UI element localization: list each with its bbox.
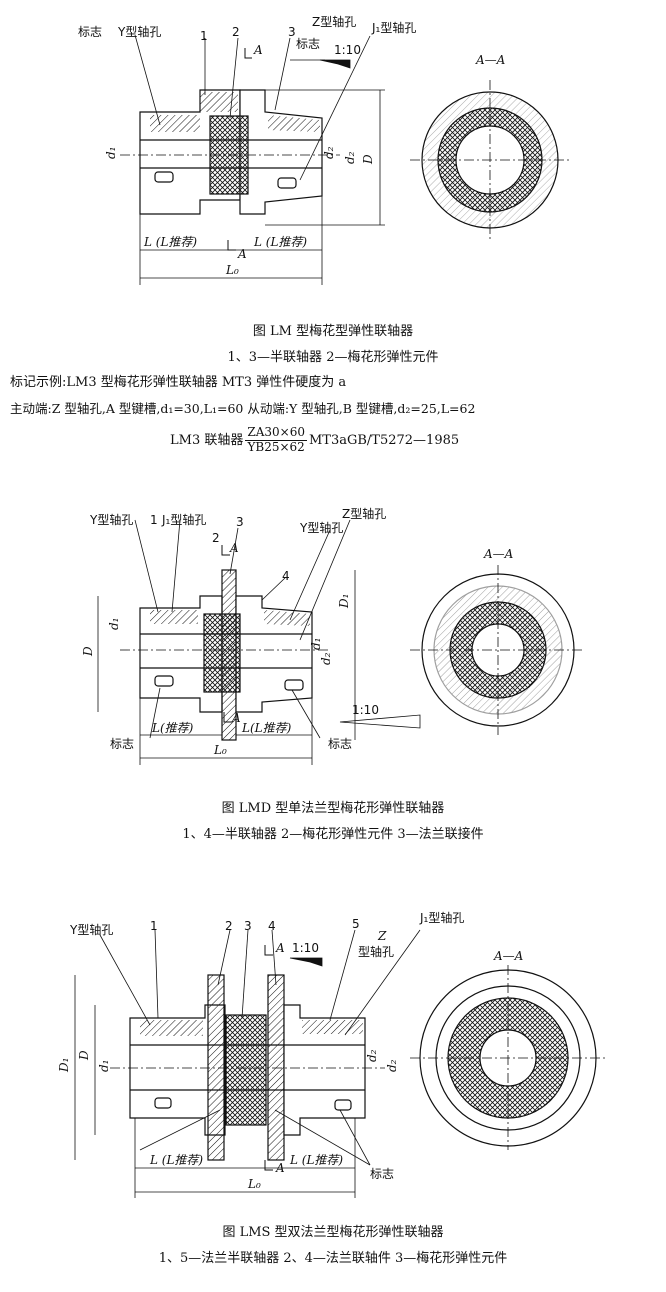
fig1-sec-a-bot: A (237, 247, 247, 261)
fig2-labels: Y型轴孔 1 J₁型轴孔 3 2 Z型轴孔 Y型轴孔 4 A A A—A D d… (81, 506, 514, 757)
fig1-sec-a-top: A (253, 43, 263, 57)
fig3-right-flange (267, 974, 285, 1161)
fig2-caption-title: 图 LMD 型单法兰型梅花形弹性联轴器 (221, 801, 445, 816)
fig3-caption-title: 图 LMS 型双法兰型梅花形弹性联轴器 (222, 1225, 444, 1240)
fig3-dz: d₂ (385, 1059, 399, 1072)
fig3-L-left: L (L推荐) (149, 1153, 203, 1167)
fig3-L0: L₀ (247, 1177, 261, 1191)
fig1-mark-left: 标志 (78, 25, 102, 39)
fig2-j1-bore: J₁型轴孔 (161, 512, 206, 527)
fig3-labels: Y型轴孔 1 2 3 4 5 J₁型轴孔 Z 型轴孔 1:10 A A A—A … (57, 910, 524, 1191)
fig2-elastic-element (203, 613, 241, 693)
fig2-D: D (81, 646, 95, 657)
fig2-taper: 1:10 (352, 703, 379, 717)
fig2-n4: 4 (282, 569, 290, 583)
fig3-D1: D₁ (57, 1058, 71, 1073)
fig1-d1: d₁ (104, 147, 118, 160)
fig3-j1-bore: J₁型轴孔 (419, 910, 464, 925)
fig1-formula-prefix: LM3 联轴器 (170, 432, 244, 448)
fig2-d1b: d₁ (309, 638, 323, 651)
fig1-right-hub (239, 89, 323, 215)
fig3-taper: 1:10 (292, 941, 319, 955)
fig1-L-left: L (L推荐) (143, 235, 197, 249)
fig3-n4: 4 (268, 919, 276, 933)
fig1-section: A—A (475, 53, 506, 67)
fig2-n3: 3 (236, 515, 244, 529)
fig2-caption-parts: 1、4—半联轴器 2—梅花形弹性元件 3—法兰联接件 (182, 827, 484, 842)
fig2-mark-left: 标志 (110, 737, 134, 751)
fig1-caption-parts: 1、3—半联轴器 2—梅花形弹性元件 (227, 350, 439, 365)
fig3-d1: d₁ (97, 1060, 111, 1073)
fig2-d1: d₁ (107, 618, 121, 631)
fig3-D: D (77, 1050, 91, 1061)
fig3-L-right: L (L推荐) (289, 1153, 343, 1167)
fig1-dZ: d₂ (343, 151, 357, 164)
fig3-elastic-element (225, 1014, 267, 1126)
fig1-formula-den: YB25×62 (247, 439, 305, 454)
fig1-taper: 1:10 (334, 43, 361, 57)
fig2-D1: D₁ (337, 594, 351, 609)
fig3-drawing (74, 929, 605, 1198)
fig1-caption-title: 图 LM 型梅花型弹性联轴器 (252, 324, 414, 339)
fig2-L0: L₀ (213, 743, 227, 757)
fig3-d2: d₂ (365, 1049, 379, 1062)
fig3-n5: 5 (352, 917, 360, 931)
fig2-mark-right: 标志 (328, 737, 352, 751)
fig2-d2: d₂ (319, 652, 333, 665)
fig1-mark-right: 标志 (296, 37, 320, 51)
fig1-L-right: L (L推荐) (253, 235, 307, 249)
fig2-L-right: L(L推荐) (241, 721, 292, 735)
fig3-z: Z (377, 929, 387, 943)
fig2-y-bore2: Y型轴孔 (299, 520, 343, 535)
fig3-sec-a-bot: A (275, 1161, 285, 1175)
fig1-L0: L₀ (225, 263, 239, 277)
fig1-formula-num: ZA30×60 (245, 425, 307, 441)
fig2-z-bore: Z型轴孔 (342, 506, 386, 521)
fig2-L-left: L(推荐) (151, 721, 194, 735)
fig1-n3: 3 (288, 25, 296, 39)
fig1-dz: d₂ (322, 146, 336, 159)
fig3-left-flange (207, 974, 225, 1161)
fig2-n2: 2 (212, 531, 220, 545)
fig1-y-bore: Y型轴孔 (117, 24, 161, 39)
fig3-z-bore: 型轴孔 (358, 944, 394, 959)
fig3-n3: 3 (244, 919, 252, 933)
fig1-D: D (361, 154, 375, 165)
fig3-n1: 1 (150, 919, 158, 933)
fig2-y-bore: Y型轴孔 (89, 512, 133, 527)
fig1-formula-suffix: MT3aGB/T5272—1985 (308, 432, 460, 448)
fig1-j1-bore: J₁型轴孔 (371, 20, 416, 35)
fig2-drawing (97, 519, 585, 765)
fig3-y-bore: Y型轴孔 (69, 922, 113, 937)
fig3-sec-a-top: A (275, 941, 285, 955)
fig3-n2: 2 (225, 919, 233, 933)
fig2-section: A—A (483, 547, 514, 561)
fig2-n1: 1 (150, 513, 158, 527)
fig1-n2: 2 (232, 25, 240, 39)
fig3-right-hub (283, 1004, 366, 1136)
fig3-caption-parts: 1、5—法兰半联轴器 2、4—法兰联轴件 3—梅花形弹性元件 (158, 1251, 508, 1266)
fig2-sec-a-top: A (229, 541, 239, 555)
fig1-n1: 1 (200, 29, 208, 43)
fig3-left-hub (129, 1004, 226, 1136)
fig1-example-line1: 标记示例:LM3 型梅花形弹性联轴器 MT3 弹性件硬度为 a (10, 375, 347, 390)
fig1-z-bore: Z型轴孔 (312, 14, 356, 29)
fig1-example-line2: 主动端:Z 型轴孔,A 型键槽,d₁=30,L₁=60 从动端:Y 型轴孔,B … (10, 401, 476, 416)
fig3-mark: 标志 (370, 1167, 394, 1181)
fig1-drawing (120, 34, 570, 285)
fig3-section: A—A (493, 949, 524, 963)
fig1-labels: 标志 Y型轴孔 1 2 3 Z型轴孔 J₁型轴孔 标志 1:10 A A A—A… (78, 14, 506, 277)
fig2-sec-a-bot: A (231, 711, 241, 725)
